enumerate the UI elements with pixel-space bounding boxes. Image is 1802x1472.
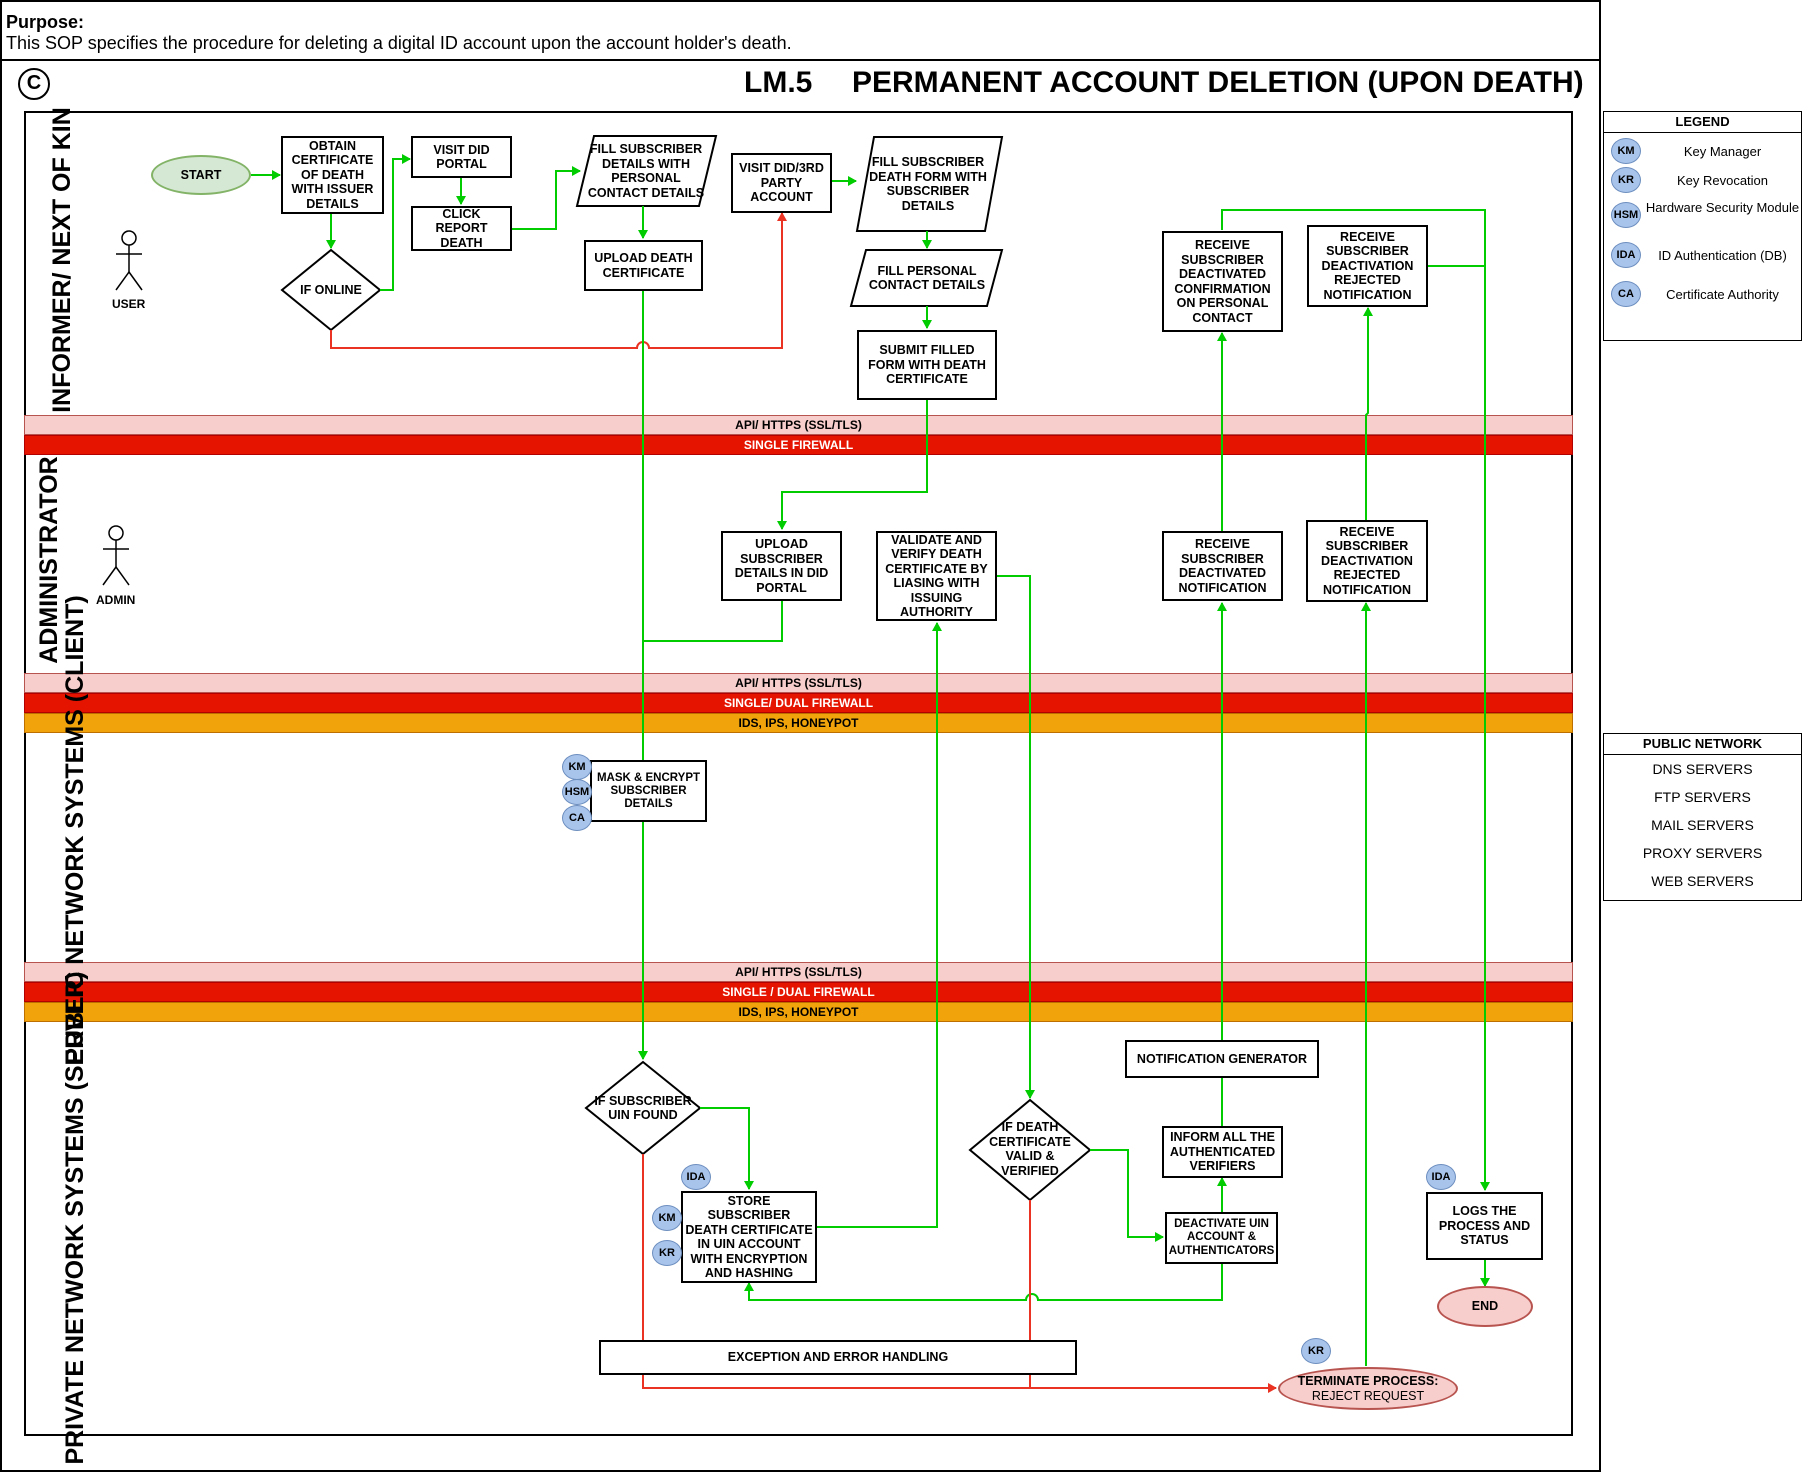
visit-did-portal-step: VISIT DID PORTAL <box>411 136 512 178</box>
legend-label: ID Authentication (DB) <box>1658 248 1787 263</box>
firewall-band-3: SINGLE / DUAL FIREWALL <box>24 982 1573 1002</box>
key-manager-badge: KM <box>562 754 592 780</box>
legend-panel: LEGEND KM Key Manager KR Key Revocation … <box>1603 111 1802 341</box>
firewall-band-1: SINGLE FIREWALL <box>24 435 1573 455</box>
inform-verifiers-step: INFORM ALL THE AUTHENTICATED VERIFIERS <box>1162 1126 1283 1178</box>
key-revocation-badge: KR <box>1611 167 1641 193</box>
legend-label: Key Revocation <box>1676 173 1769 188</box>
submit-form-step: SUBMIT FILLED FORM WITH DEATH CERTIFICAT… <box>857 330 997 400</box>
receive-deactivated-notification-admin-step: RECEIVE SUBSCRIBER DEACTIVATED NOTIFICAT… <box>1162 531 1283 601</box>
upload-death-certificate-step: UPLOAD DEATH CERTIFICATE <box>584 240 703 291</box>
hardware-security-module-badge: HSM <box>562 779 592 805</box>
if-cert-valid-decision <box>968 1098 1092 1202</box>
fill-personal-contact-shape <box>849 249 1004 307</box>
certificate-authority-badge: CA <box>1611 281 1641 307</box>
mask-encrypt-step: MASK & ENCRYPT SUBSCRIBER DETAILS <box>590 760 707 822</box>
click-report-death-step: CLICK REPORT DEATH <box>411 206 512 251</box>
diagram-frame <box>0 61 1601 1472</box>
notification-generator-step: NOTIFICATION GENERATOR <box>1125 1040 1319 1078</box>
receive-rejected-notification-admin-step: RECEIVE SUBSCRIBER DEACTIVATION REJECTED… <box>1306 520 1428 602</box>
certificate-authority-badge: CA <box>562 805 592 831</box>
public-network-title: PUBLIC NETWORK <box>1604 734 1801 755</box>
purpose-box: Purpose: This SOP specifies the procedur… <box>0 0 1601 61</box>
swimlane-frame <box>24 111 1573 1436</box>
validate-verify-certificate-step: VALIDATE AND VERIFY DEATH CERTIFICATE BY… <box>876 531 997 621</box>
api-band-3: API/ HTTPS (SSL/TLS) <box>24 962 1573 982</box>
fill-subscriber-details-shape <box>575 135 718 207</box>
obtain-certificate-step: OBTAIN CERTIFICATE OF DEATH WITH ISSUER … <box>281 136 384 214</box>
procedure-code: LM.5 <box>744 66 813 99</box>
purpose-heading: Purpose: <box>6 12 85 32</box>
admin-label: ADMIN <box>96 593 136 607</box>
if-uin-found-decision <box>584 1060 702 1156</box>
firewall-band-2: SINGLE/ DUAL FIREWALL <box>24 693 1573 713</box>
end-node: END <box>1437 1286 1533 1327</box>
legend-label: Key Manager <box>1683 144 1762 159</box>
diagram-title: PERMANENT ACCOUNT DELETION (UPON DEATH) <box>852 66 1584 99</box>
id-authentication-badge: IDA <box>1426 1164 1456 1190</box>
api-band-2: API/ HTTPS (SSL/TLS) <box>24 673 1573 693</box>
legend-label: Hardware Security Module <box>1645 200 1800 215</box>
ids-band-3: IDS, IPS, HONEYPOT <box>24 1002 1573 1022</box>
hardware-security-module-badge: HSM <box>1611 202 1641 228</box>
id-authentication-badge: IDA <box>1611 242 1641 268</box>
legend-title: LEGEND <box>1604 112 1801 133</box>
user-label: USER <box>112 297 146 311</box>
server-item: PROXY SERVERS <box>1642 845 1763 861</box>
start-node: START <box>151 155 251 195</box>
copyright-icon: C <box>18 68 50 100</box>
fill-death-form-shape <box>855 136 1004 232</box>
purpose-text: This SOP specifies the procedure for del… <box>6 33 792 53</box>
store-death-certificate-step: STORE SUBSCRIBER DEATH CERTIFICATE IN UI… <box>681 1191 817 1283</box>
api-band-1: API/ HTTPS (SSL/TLS) <box>24 415 1573 435</box>
server-item: WEB SERVERS <box>1651 873 1754 889</box>
user-actor-icon <box>115 230 143 291</box>
server-item: FTP SERVERS <box>1654 789 1751 805</box>
exception-handling-step: EXCEPTION AND ERROR HANDLING <box>599 1340 1077 1375</box>
server-item: MAIL SERVERS <box>1651 817 1754 833</box>
terminate-title: TERMINATE PROCESS: <box>1297 1374 1439 1388</box>
ids-band-2: IDS, IPS, HONEYPOT <box>24 713 1573 733</box>
visit-party-account-step: VISIT DID/3RD PARTY ACCOUNT <box>731 153 832 213</box>
if-online-decision <box>280 248 382 332</box>
key-manager-badge: KM <box>652 1205 682 1231</box>
public-network-panel: PUBLIC NETWORK DNS SERVERS FTP SERVERS M… <box>1603 733 1802 901</box>
upload-subscriber-details-step: UPLOAD SUBSCRIBER DETAILS IN DID PORTAL <box>721 531 842 601</box>
receive-deactivated-confirmation-step: RECEIVE SUBSCRIBER DEACTIVATED CONFIRMAT… <box>1162 231 1283 332</box>
receive-rejected-notification-user-step: RECEIVE SUBSCRIBER DEACTIVATION REJECTED… <box>1307 225 1428 307</box>
key-revocation-badge: KR <box>1301 1338 1331 1364</box>
terminate-subtitle: REJECT REQUEST <box>1311 1388 1425 1403</box>
logs-process-step: LOGS THE PROCESS AND STATUS <box>1426 1192 1543 1260</box>
server-item: DNS SERVERS <box>1652 761 1753 777</box>
legend-label: Certificate Authority <box>1666 287 1779 302</box>
deactivate-uin-step: DEACTIVATE UIN ACCOUNT & AUTHENTICATORS <box>1165 1212 1278 1264</box>
key-manager-badge: KM <box>1611 138 1641 164</box>
key-revocation-badge: KR <box>652 1240 682 1266</box>
id-authentication-badge: IDA <box>681 1164 711 1190</box>
terminate-process-node: TERMINATE PROCESS: REJECT REQUEST <box>1278 1367 1458 1410</box>
admin-actor-icon <box>102 525 130 586</box>
